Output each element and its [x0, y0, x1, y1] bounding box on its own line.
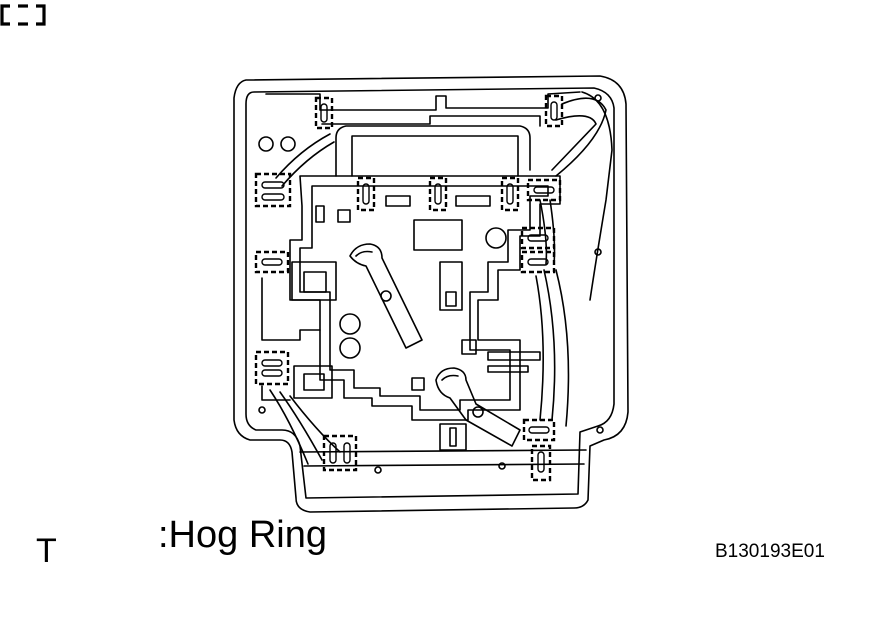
left-bracket-2-inner [303, 373, 325, 391]
front-edge [299, 449, 587, 453]
hog-ring-marker [522, 418, 556, 442]
hog-ring [434, 183, 442, 205]
cushion-inner-outline [245, 87, 615, 499]
hog-ring [362, 183, 370, 205]
round-hole-1 [485, 227, 507, 249]
rear-frame [335, 125, 531, 177]
edge-hole-5 [498, 462, 506, 470]
left-wire-rear [275, 133, 331, 179]
hog-ring-marker [254, 172, 292, 208]
top-strap-lower [321, 115, 541, 127]
square-hole-2 [461, 339, 477, 355]
hog-ring-marker [500, 176, 520, 212]
hog-ring-marker [428, 176, 448, 212]
left-wire-front [269, 389, 309, 465]
rear-lip-2 [455, 195, 491, 207]
square-hole-1 [337, 209, 351, 223]
right-wire-side [539, 199, 548, 265]
right-wire-side-2 [549, 199, 556, 265]
lever-left-inner [355, 250, 373, 257]
lever-right-inner [441, 374, 459, 381]
hog-ring-marker [526, 178, 562, 202]
right-wire-front-3 [535, 275, 544, 421]
view-marker: T [36, 532, 57, 570]
hog-ring-marker [314, 96, 334, 130]
frame-plate-inner [299, 185, 549, 411]
edge-hole-1 [594, 248, 602, 256]
cushion-outline [233, 75, 629, 513]
edge-hole-4 [374, 466, 382, 474]
figure-id: B130193E01 [715, 541, 825, 562]
edge-hole-2 [596, 426, 604, 434]
lever-left-pivot [380, 290, 392, 302]
center-tab [439, 261, 463, 311]
rear-lip [385, 195, 411, 207]
front-center-slot [449, 427, 457, 447]
hog-ring [537, 451, 545, 473]
right-cross-2 [487, 365, 529, 373]
left-rail-2 [261, 385, 291, 401]
round-hole-2 [339, 313, 361, 335]
round-hole-4 [258, 136, 274, 152]
center-tab-slot [445, 291, 457, 307]
lever-right [435, 367, 521, 447]
slot-1 [315, 205, 325, 223]
hog-ring [528, 426, 550, 434]
hog-ring [261, 359, 283, 367]
lever-right-pivot [472, 406, 484, 418]
left-rail [261, 277, 321, 341]
square-hole-3 [411, 377, 425, 391]
right-cross [487, 351, 541, 361]
left-bracket-inner [303, 271, 327, 293]
right-wire-edge [581, 91, 613, 301]
left-bracket-2 [293, 365, 333, 399]
front-edge-2 [303, 463, 585, 467]
hog-ring-marker [322, 434, 358, 472]
hog-ring [261, 369, 283, 377]
center-slot [413, 219, 463, 251]
left-wire-front-2 [279, 391, 323, 461]
hog-ring [343, 442, 351, 464]
hog-ring [550, 101, 558, 121]
hog-ring-marker [356, 176, 376, 212]
right-wire-front-2 [555, 269, 570, 427]
hog-ring [329, 442, 337, 464]
hog-ring [527, 234, 549, 242]
round-hole-3 [339, 337, 361, 359]
left-bracket [291, 261, 337, 301]
round-hole-5 [280, 136, 296, 152]
rear-frame-inner [351, 135, 519, 177]
lever-left [349, 243, 423, 349]
right-wire-rear [555, 97, 607, 177]
hog-ring [506, 183, 514, 205]
hog-ring [533, 186, 555, 194]
hog-ring [261, 258, 283, 266]
right-wire-front [543, 269, 556, 421]
hog-ring [261, 181, 285, 189]
hog-ring-symbol-icon [0, 4, 46, 26]
hog-ring-marker [520, 250, 556, 274]
edge-hole-6 [594, 94, 602, 102]
hog-ring-marker [544, 94, 564, 128]
hog-ring-marker [520, 226, 556, 250]
hog-ring-marker [254, 350, 290, 386]
legend-label: :Hog Ring [158, 514, 327, 556]
right-wire-rear-2 [551, 115, 597, 171]
hog-ring-marker [254, 250, 290, 274]
top-strap [265, 91, 581, 111]
hog-ring [261, 193, 285, 201]
edge-hole-3 [258, 406, 266, 414]
hog-ring-marker [530, 444, 552, 482]
hog-ring [320, 103, 328, 123]
left-wire-rear-2 [281, 141, 335, 187]
front-center [439, 423, 467, 451]
hog-ring [527, 258, 549, 266]
